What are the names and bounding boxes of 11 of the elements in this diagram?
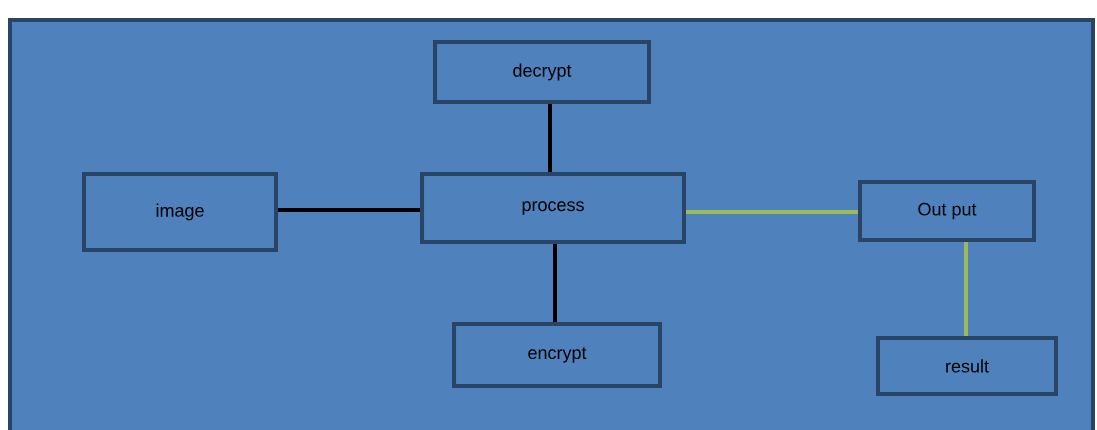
- process-box: decrypt: [433, 40, 651, 104]
- connector-line: [278, 208, 420, 212]
- process-box: result: [876, 336, 1058, 396]
- connector-line: [964, 242, 968, 336]
- process-box: process: [420, 172, 686, 244]
- connector-line: [553, 244, 557, 322]
- connector-line: [548, 104, 552, 172]
- connector-line: [686, 210, 858, 214]
- process-box: encrypt: [452, 322, 662, 388]
- process-box: image: [82, 172, 278, 252]
- process-box: Out put: [858, 180, 1036, 242]
